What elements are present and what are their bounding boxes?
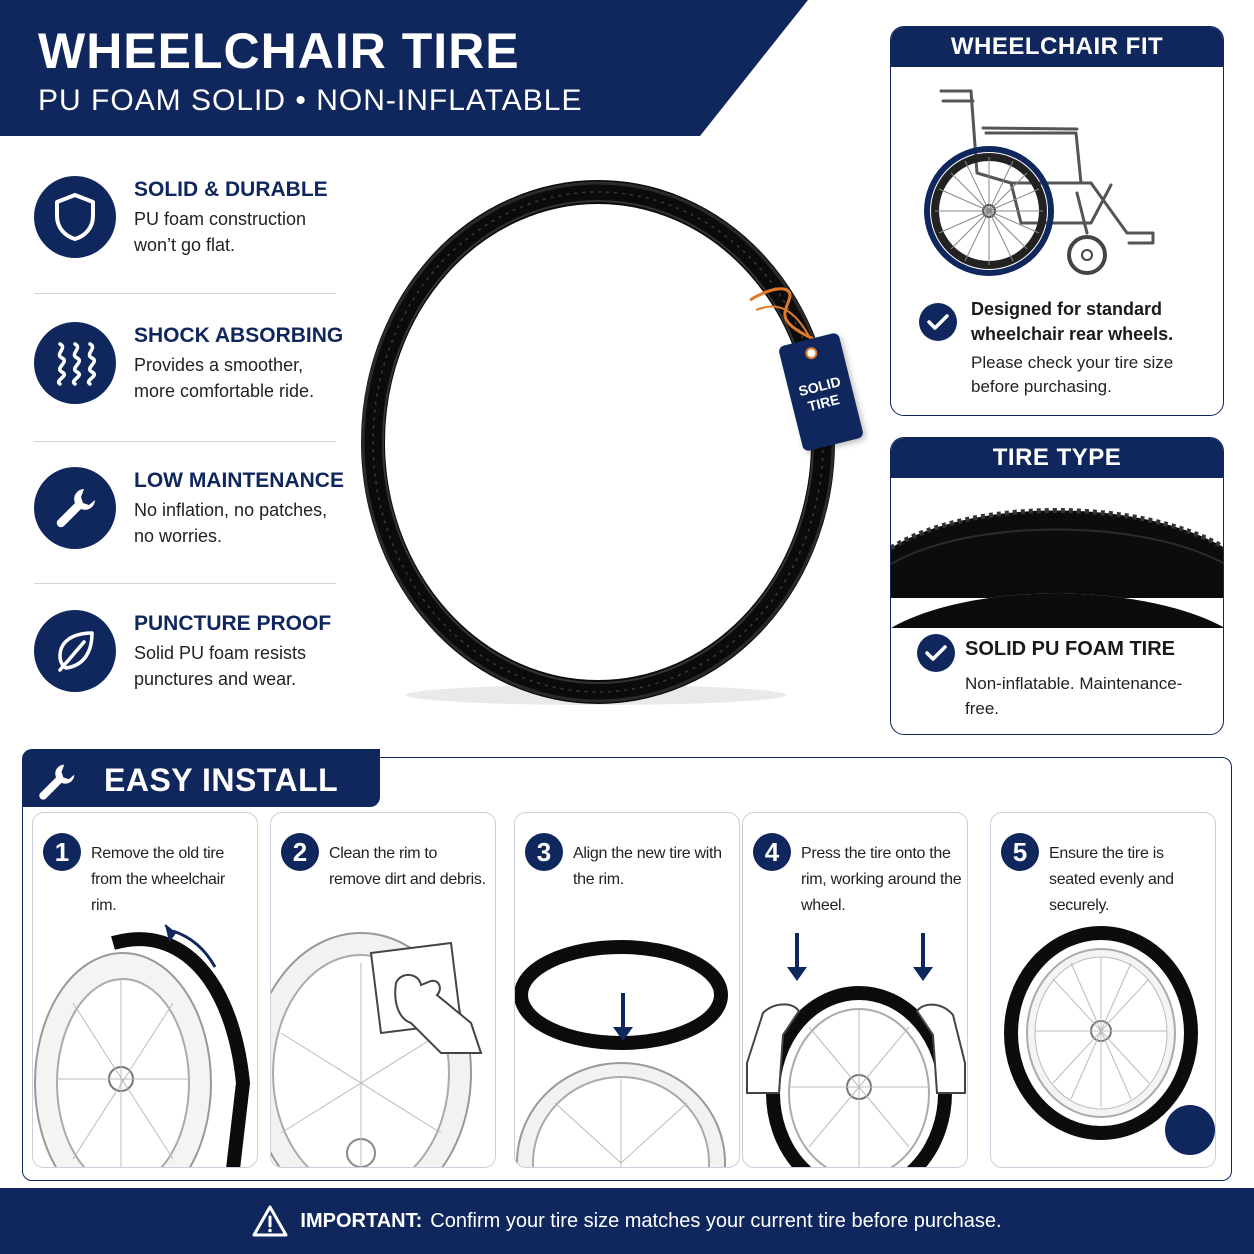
leaf-icon — [34, 610, 116, 692]
feature-title: LOW MAINTENANCE — [134, 469, 344, 492]
important-label: IMPORTANT: — [300, 1209, 423, 1232]
tire-product-image: SOLID TIRE — [350, 180, 870, 720]
step-number: 3 — [525, 833, 563, 871]
feature-shock-absorbing: SHOCK ABSORBING Provides a smoother, mor… — [30, 322, 344, 442]
step-number: 4 — [753, 833, 791, 871]
feature-puncture-proof: PUNCTURE PROOF Solid PU foam resists pun… — [30, 610, 340, 730]
springs-icon — [34, 322, 116, 404]
step-text: Clean the rim to remove dirt and debris. — [329, 845, 486, 888]
tire-type-title: TIRE TYPE — [891, 438, 1223, 478]
check-icon — [917, 634, 955, 672]
feature-divider — [34, 293, 336, 294]
step-text: Remove the old tire from the wheelchair … — [91, 845, 225, 914]
clean-rim-illustration — [271, 932, 483, 1167]
wrench-icon — [34, 467, 116, 549]
tag-hole — [804, 345, 819, 361]
seated-tire-illustration — [1004, 926, 1198, 1140]
check-icon — [919, 303, 957, 341]
important-text: Confirm your tire size matches your curr… — [430, 1209, 1002, 1232]
warning-icon — [252, 1205, 288, 1237]
install-step-2: 2 Clean the rim to remove dirt and debri… — [270, 812, 496, 1168]
tire-type-note: Non-inflatable. Maintenance-free. — [965, 674, 1183, 718]
easy-install-tab — [22, 749, 380, 807]
easy-install-section — [22, 757, 1232, 1181]
feature-divider — [34, 441, 336, 442]
feature-description: Provides a smoother, more comfortable ri… — [134, 355, 315, 401]
step-text: Ensure the tire is seated evenly and sec… — [1049, 845, 1174, 914]
step-text: Press the tire onto the rim, working aro… — [801, 845, 962, 914]
wheelchair-illustration — [924, 89, 1155, 276]
step-number: 1 — [43, 833, 81, 871]
page-subtitle: PU FOAM SOLID • NON-INFLATABLE — [38, 84, 583, 117]
step-text: Align the new tire with the rim. — [573, 845, 722, 888]
feature-title: SHOCK ABSORBING — [134, 324, 344, 347]
tire-type-statement: SOLID PU FOAM TIRE — [965, 638, 1175, 660]
feature-title: SOLID & DURABLE — [134, 178, 328, 201]
shield-icon — [34, 176, 116, 258]
install-step-3: 3 Align the new tire with the rim. — [514, 812, 740, 1168]
feature-divider — [34, 583, 336, 584]
check-icon — [1165, 1105, 1215, 1155]
wrench-icon — [34, 760, 78, 809]
feature-title: PUNCTURE PROOF — [134, 612, 332, 635]
wheelchair-fit-title: WHEELCHAIR FIT — [891, 27, 1223, 67]
feature-solid-durable: SOLID & DURABLE PU foam construction won… — [30, 176, 340, 296]
header-background — [0, 0, 808, 136]
align-tire-illustration — [515, 940, 728, 1167]
important-footer: IMPORTANT: Confirm your tire size matche… — [0, 1188, 1254, 1254]
fit-note: Please check your tire size before purch… — [971, 353, 1174, 396]
install-step-4: 4 Press the tire onto the rim, working a… — [742, 812, 968, 1168]
feature-description: Solid PU foam resists punctures and wear… — [134, 643, 307, 689]
tire-type-panel: TIRE TYPE SOLID PU FOAM TIRE Non-inflata… — [890, 437, 1224, 735]
press-tire-illustration — [746, 933, 966, 1167]
feature-low-maintenance: LOW MAINTENANCE No inflation, no patches… — [30, 467, 344, 587]
step-number: 5 — [1001, 833, 1039, 871]
install-step-1: 1 Remove the old tire from the wheelchai… — [32, 812, 258, 1168]
fit-statement: Designed for standard wheelchair rear wh… — [971, 299, 1174, 344]
remove-tire-illustration — [34, 924, 251, 1167]
feature-description: PU foam construction won’t go flat. — [134, 209, 307, 255]
wheelchair-fit-panel: WHEELCHAIR FIT Designed for standard whe… — [890, 26, 1224, 416]
page-title: WHEELCHAIR TIRE — [38, 23, 520, 79]
step-number: 2 — [281, 833, 319, 871]
tire-closeup-image — [891, 508, 1223, 628]
tag-text: SOLID TIRE — [788, 371, 856, 419]
easy-install-title: EASY INSTALL — [104, 762, 339, 798]
install-step-5: 5 Ensure the tire is seated evenly and s… — [990, 812, 1216, 1168]
feature-description: No inflation, no patches, no worries. — [134, 500, 328, 546]
header-banner: WHEELCHAIR TIRE PU FOAM SOLID • NON-INFL… — [0, 0, 810, 136]
